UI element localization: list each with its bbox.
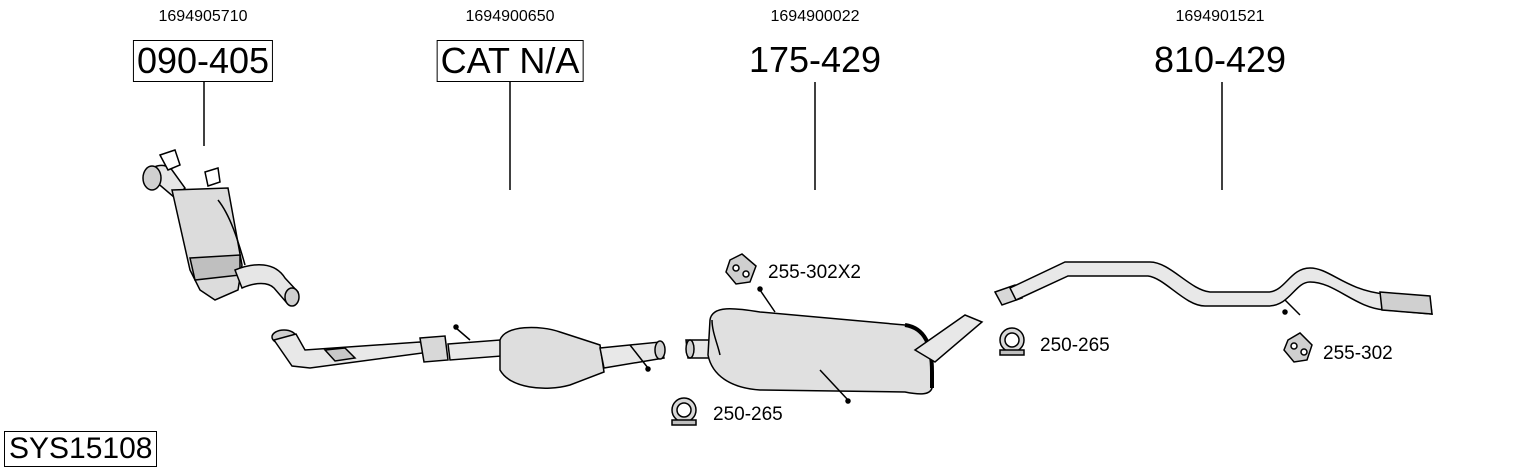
oem-number-3: 1694900022 xyxy=(770,8,860,25)
system-code: SYS15108 xyxy=(4,431,158,467)
part-number-4[interactable]: 810-429 xyxy=(1153,39,1287,80)
pipe-clamp-icon xyxy=(999,327,1025,356)
downpipe-catalyst-part xyxy=(142,149,300,307)
middle-silencer-part xyxy=(685,286,984,404)
pipe-clamp-icon xyxy=(671,397,697,426)
accessory-label-hanger-2[interactable]: 255-302 xyxy=(1323,343,1393,364)
middle-pipe-catalyst-part xyxy=(271,324,666,389)
part-number-2[interactable]: CAT N/A xyxy=(436,40,584,82)
rubber-hanger-icon xyxy=(725,253,757,285)
rear-silencer-part xyxy=(993,261,1433,316)
rubber-hanger-icon xyxy=(1283,332,1313,363)
oem-number-4: 1694901521 xyxy=(1175,8,1265,25)
oem-number-1: 1694905710 xyxy=(158,8,248,25)
part-number-3[interactable]: 175-429 xyxy=(748,39,882,80)
accessory-label-hanger-1[interactable]: 255-302X2 xyxy=(768,262,861,283)
accessory-label-clamp-2[interactable]: 250-265 xyxy=(1040,335,1110,356)
oem-number-2: 1694900650 xyxy=(465,8,555,25)
accessory-label-clamp-1[interactable]: 250-265 xyxy=(713,404,783,425)
part-number-1[interactable]: 090-405 xyxy=(132,40,274,82)
